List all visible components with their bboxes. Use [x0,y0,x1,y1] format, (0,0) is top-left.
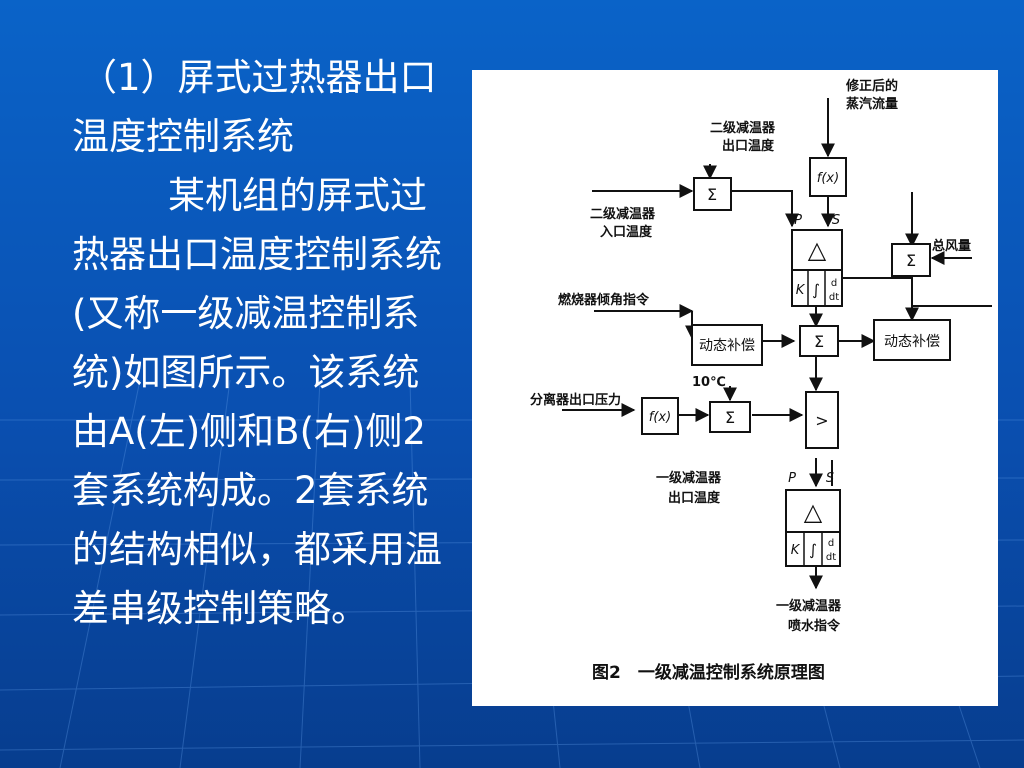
k-symbol-upper: K [796,283,806,298]
integral-symbol-upper: ∫ [812,281,820,299]
deriv-bot-lower: dt [826,552,836,563]
fx-block-mid [641,397,679,435]
heading-title: 屏式过热器出口温度控制系统 [72,56,437,158]
dyn-comp-right-label: 动态补偿 [884,334,940,350]
control-system-diagram: Σ f(x) △ K ∫ d dt Σ 动态补偿 Σ 动态补偿 f(x) Σ >… [530,78,992,683]
max-symbol: > [815,411,828,430]
max-block [805,391,839,449]
label-corrected-flow-1: 修正后的 [845,78,898,94]
s-label-upper: S [832,213,840,228]
label-corrected-flow-2: 蒸汽流量 [846,96,898,112]
label-total-air: 总风量 [932,238,971,254]
label-stage1-spray-2: 喷水指令 [788,618,841,634]
k-symbol-lower: K [791,543,801,558]
sum-block-right [891,243,931,277]
sum-symbol-low: Σ [725,408,735,427]
p-label-upper: P [794,213,802,228]
sum-symbol-mid: Σ [814,332,824,351]
sum-symbol-top: Σ [707,185,717,204]
label-stage2-out-2: 出口温度 [722,138,775,154]
delta-symbol-lower: △ [804,498,823,526]
dyn-comp-left [691,324,763,366]
deriv-bot-upper: dt [829,292,839,303]
deriv-top-upper: d [831,278,837,289]
sum-block-top [693,177,732,211]
figure-caption: 图2 一级减温控制系统原理图 [592,662,825,683]
section-heading: （1）屏式过热器出口温度控制系统 [72,48,452,166]
fx-symbol-mid: f(x) [649,410,671,425]
label-stage2-in-2: 入口温度 [600,224,653,240]
p-label-lower: P [788,471,796,486]
s-label-lower: S [826,471,834,486]
label-stage1-out-2: 出口温度 [668,490,721,506]
sum-block-mid [799,325,839,357]
integral-symbol-lower: ∫ [809,541,817,559]
sum-block-low [709,401,751,433]
label-ten-c: 10℃ [692,375,726,390]
fx-block-top [809,157,847,197]
dyn-comp-left-label: 动态补偿 [699,338,755,354]
controller-upper-delta [791,229,843,271]
label-stage2-out-1: 二级减温器 [710,120,776,136]
delta-symbol-upper: △ [808,236,827,264]
fx-symbol-top: f(x) [817,171,839,186]
label-stage1-spray-1: 一级减温器 [776,598,842,614]
sum-symbol-right: Σ [906,251,916,270]
heading-number: （1） [80,56,178,99]
body-paragraph: 某机组的屏式过热器出口温度控制系统(又称一级减温控制系统)如图所示。该系统由A(… [72,174,442,630]
label-stage2-in-1: 二级减温器 [590,206,656,222]
label-burner-tilt: 燃烧器倾角指令 [558,292,650,308]
text-block: （1）屏式过热器出口温度控制系统 某机组的屏式过热器出口温度控制系统(又称一级减… [72,48,452,638]
label-stage1-out-1: 一级减温器 [656,470,722,486]
label-separator-pressure: 分离器出口压力 [530,392,621,408]
controller-upper-pid [791,269,843,307]
deriv-top-lower: d [828,538,834,549]
controller-lower-pid [785,531,841,567]
figure-panel: Σ f(x) △ K ∫ d dt Σ 动态补偿 Σ 动态补偿 f(x) Σ >… [472,70,998,706]
dyn-comp-right [873,319,951,361]
